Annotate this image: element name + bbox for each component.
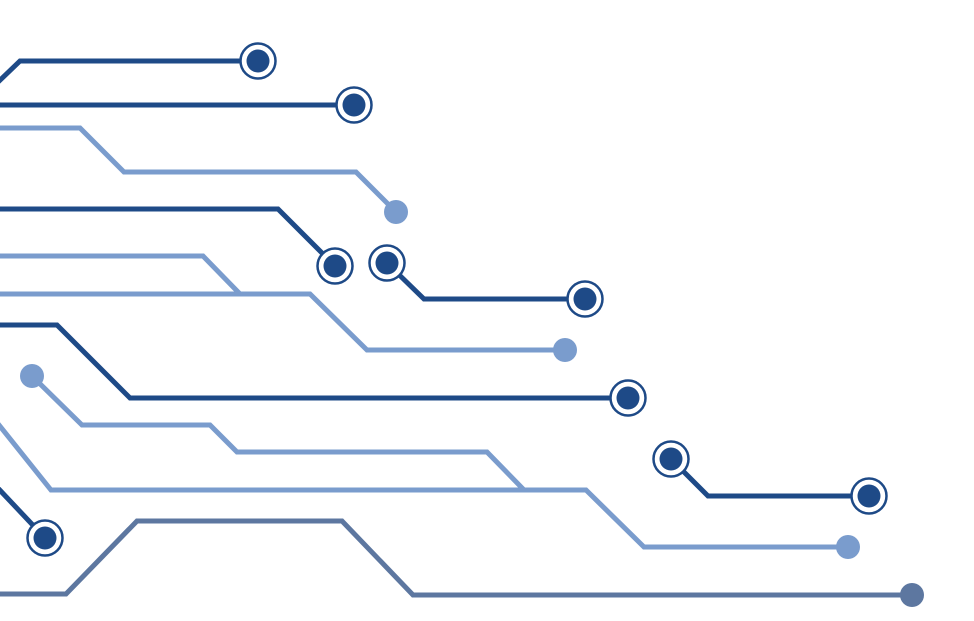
circuit-trace	[30, 374, 526, 492]
trace-node-dot	[553, 338, 577, 362]
trace-node-core	[857, 484, 881, 508]
trace-node-core	[573, 287, 597, 311]
circuit-trace	[0, 58, 258, 84]
trace-node-dot	[900, 583, 924, 607]
trace-node-core	[246, 49, 270, 73]
circuit-trace	[0, 422, 848, 550]
trace-node-core	[342, 93, 366, 117]
circuit-trace	[0, 125, 398, 214]
circuit-trace	[0, 518, 912, 598]
circuit-trace	[0, 291, 565, 353]
circuit-trace	[0, 206, 337, 268]
trace-node-core	[323, 254, 347, 278]
trace-node-dot	[384, 200, 408, 224]
circuit-trace	[0, 322, 628, 401]
trace-node-core	[33, 526, 57, 550]
circuit-trace	[385, 261, 585, 302]
circuit-trace	[669, 457, 869, 499]
trace-node-core	[616, 386, 640, 410]
trace-node-dot	[20, 364, 44, 388]
trace-node-dot	[836, 535, 860, 559]
trace-node-core	[659, 447, 683, 471]
circuit-trace	[0, 253, 242, 296]
trace-node-core	[375, 251, 399, 275]
